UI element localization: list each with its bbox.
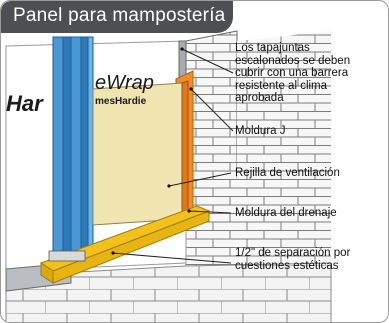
callout-vent: Rejilla de ventilación xyxy=(235,167,340,179)
page-title: Panel para mampostería xyxy=(13,5,226,26)
callout-flashing-line-2: escalonados se deben xyxy=(235,54,351,67)
steel-studs xyxy=(52,36,94,266)
callout-gap: 1/2" de separación por cuestiones estéti… xyxy=(235,247,350,272)
callout-flashing-line-4: resistente al clima xyxy=(235,79,328,92)
brick-wall-right xyxy=(237,31,331,322)
header-bar: Panel para mampostería xyxy=(1,1,233,33)
wrap-brand-wrap: eWrap xyxy=(95,72,154,94)
callout-j-molding: Moldura J xyxy=(235,125,286,137)
callout-drip: Moldura del drenaje xyxy=(235,207,337,219)
j-molding xyxy=(181,80,189,220)
leader-dots xyxy=(111,47,193,255)
vent-screen xyxy=(48,250,86,262)
wrap-brand-left: Har xyxy=(6,91,44,116)
callout-gap-line-2: cuestiones estéticas xyxy=(235,259,339,272)
wrap-brand-small: mesHardie xyxy=(95,96,147,107)
callout-flashing-line-5: aprobada xyxy=(235,92,284,104)
callout-flashing: Los tapajuntas escalonados se deben cubr… xyxy=(235,42,350,105)
block-wall xyxy=(5,262,332,322)
callout-flashing-line-1: Los tapajuntas xyxy=(235,42,310,54)
callout-flashing-line-3: cubrir con una barrera xyxy=(235,67,349,79)
callout-gap-line-1: 1/2" de separación por xyxy=(235,247,351,259)
drip-cap-lip xyxy=(52,210,210,284)
leader-lines xyxy=(112,48,234,264)
